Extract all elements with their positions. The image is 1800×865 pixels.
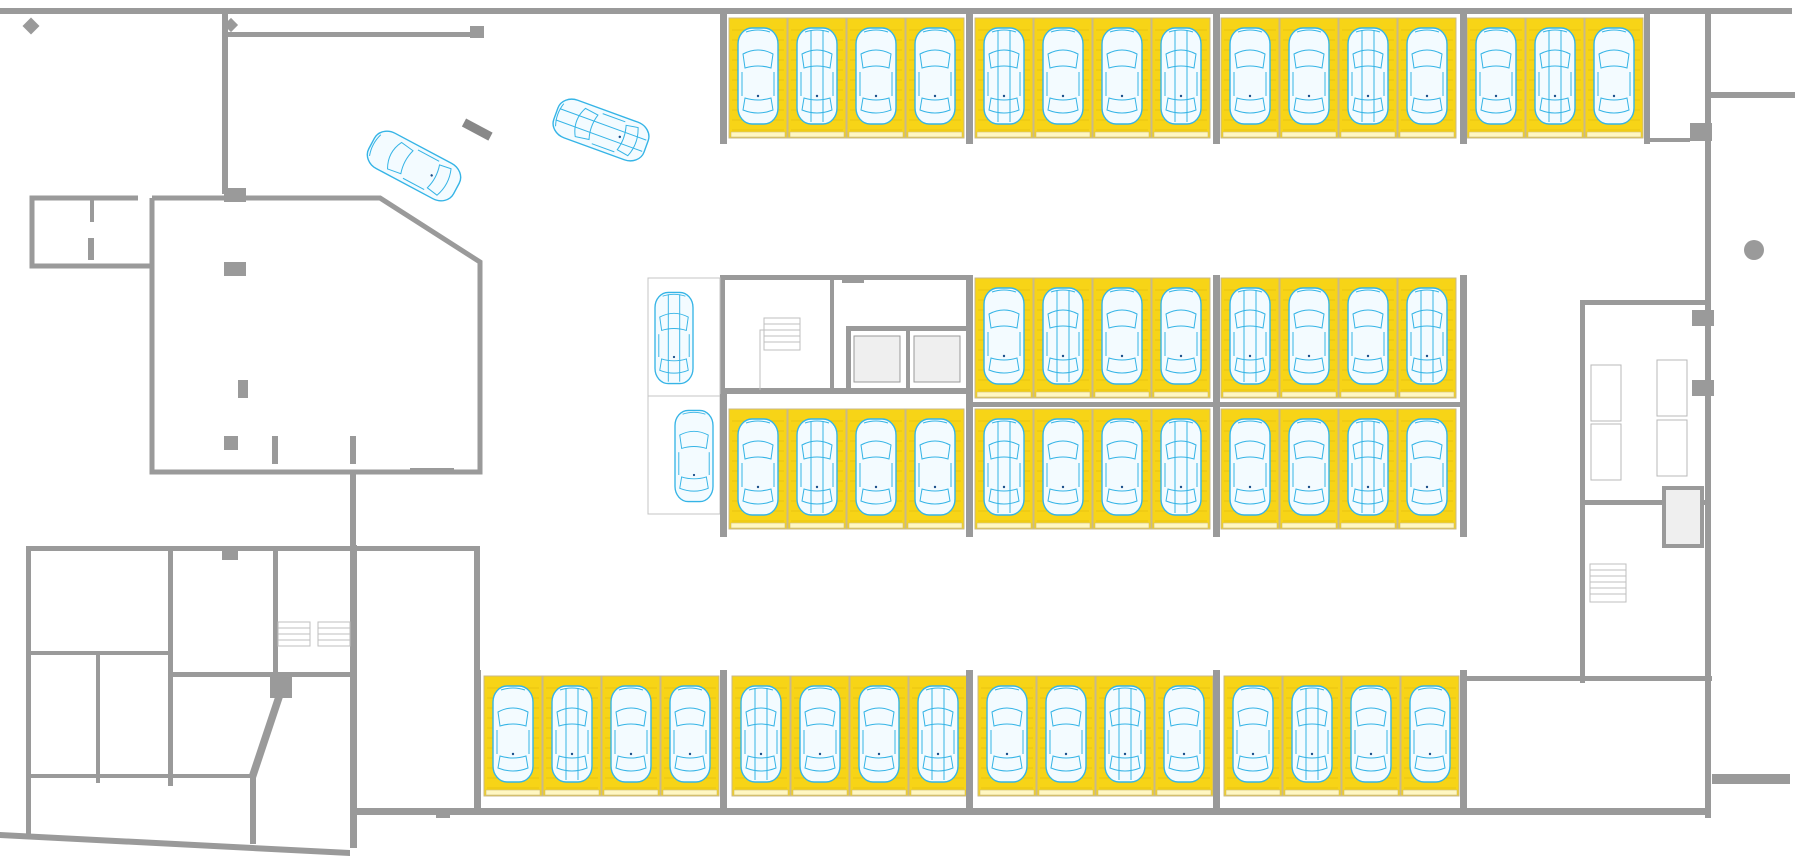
car-icon xyxy=(1347,418,1389,516)
column-icon xyxy=(1744,240,1764,260)
car-icon xyxy=(492,685,534,783)
car-icon xyxy=(1347,27,1389,125)
car-icon xyxy=(855,418,897,516)
car-icon xyxy=(551,685,593,783)
car-icon xyxy=(1406,418,1448,516)
car-icon xyxy=(1229,418,1271,516)
car-icon xyxy=(1406,287,1448,385)
car-icon xyxy=(1101,287,1143,385)
car-icon xyxy=(1042,27,1084,125)
car-icon xyxy=(917,685,959,783)
car-icon xyxy=(1347,287,1389,385)
car-icon xyxy=(1475,27,1517,125)
car-icon xyxy=(740,685,782,783)
elevator-icon xyxy=(853,335,961,383)
car-icon xyxy=(1160,287,1202,385)
car-icon xyxy=(796,418,838,516)
car-icon xyxy=(1042,287,1084,385)
car-icon xyxy=(552,98,650,162)
car-icon xyxy=(1104,685,1146,783)
car-icon xyxy=(1291,685,1333,783)
car-icon xyxy=(1288,27,1330,125)
car-icon xyxy=(1288,287,1330,385)
car-icon xyxy=(983,287,1025,385)
car-icon xyxy=(1593,27,1635,125)
car-icon xyxy=(1534,27,1576,125)
car-icon xyxy=(610,685,652,783)
car-icon xyxy=(914,418,956,516)
car-icon xyxy=(1229,27,1271,125)
car-icon xyxy=(986,685,1028,783)
car-icon xyxy=(1229,287,1271,385)
stair-icon xyxy=(277,621,351,647)
car-icon xyxy=(1288,418,1330,516)
car-icon xyxy=(1045,685,1087,783)
row-dividers xyxy=(474,14,1650,810)
car-icon xyxy=(1160,27,1202,125)
car-icon xyxy=(1042,418,1084,516)
car-icon xyxy=(796,27,838,125)
car-icon xyxy=(1409,685,1451,783)
car-icon xyxy=(1160,418,1202,516)
car-icon xyxy=(914,27,956,125)
car-icon xyxy=(1101,418,1143,516)
car-icon xyxy=(1163,685,1205,783)
car-icon xyxy=(1406,27,1448,125)
car-icon xyxy=(858,685,900,783)
elevator-icon xyxy=(1662,486,1704,548)
cars xyxy=(366,27,1635,783)
car-icon xyxy=(799,685,841,783)
car-icon xyxy=(737,418,779,516)
car-icon xyxy=(1350,685,1392,783)
car-icon xyxy=(669,685,711,783)
outer-walls xyxy=(0,8,1795,856)
stair-icon xyxy=(759,317,801,390)
car-icon xyxy=(1101,27,1143,125)
stair-icon xyxy=(1589,563,1627,603)
car-icon xyxy=(1232,685,1274,783)
car-icon xyxy=(654,291,694,385)
car-icon xyxy=(983,27,1025,125)
car-icon xyxy=(366,130,462,202)
car-icon xyxy=(983,418,1025,516)
car-icon xyxy=(674,409,714,503)
upper-left-room xyxy=(22,17,493,475)
car-icon xyxy=(855,27,897,125)
car-icon xyxy=(737,27,779,125)
